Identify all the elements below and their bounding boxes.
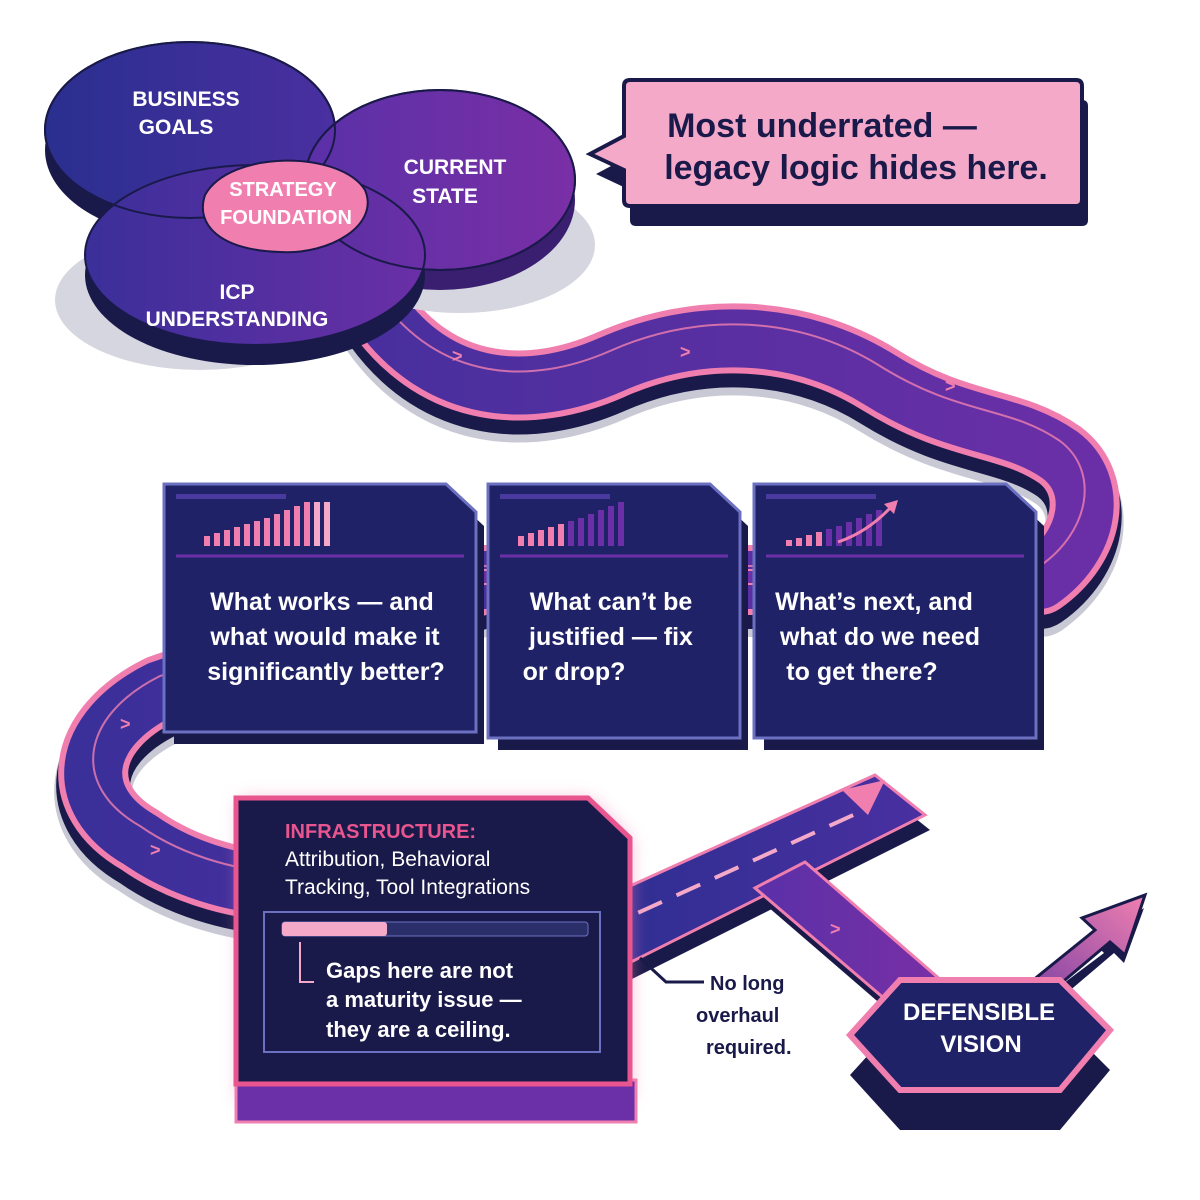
gap-line-3: they are a ceiling. (326, 1017, 511, 1042)
road-chevron-icon: > (150, 840, 161, 860)
note-line-3: required. (706, 1037, 792, 1059)
venn-label-icp-line1: ICP (219, 281, 254, 304)
destination-line-2: VISION (940, 1031, 1021, 1058)
note-line-2: overhaul (696, 1005, 779, 1027)
question-card-2: What can’t be justified — fix or drop? (486, 482, 748, 750)
card2-line-3: or drop? (523, 658, 626, 686)
callout-line-2: legacy logic hides here. (664, 149, 1048, 187)
infrastructure-panel: INFRASTRUCTURE: Attribution, Behavioral … (233, 795, 638, 1124)
venn-strategy-foundation (201, 159, 369, 254)
signal-bars-icon (518, 502, 624, 546)
no-overhaul-note: No long overhaul required. (638, 956, 792, 1059)
venn-label-business-line2: GOALS (139, 116, 214, 139)
question-card-1: What works — and what would make it sign… (162, 482, 484, 744)
venn-label-center-line2: FOUNDATION (220, 207, 352, 229)
venn-diagram: BUSINESS GOALS CURRENT STATE ICP UNDERST… (44, 41, 595, 370)
card2-line-2: justified — fix (528, 623, 693, 651)
gap-line-1: Gaps here are not (326, 958, 514, 983)
signal-bars-icon (204, 502, 330, 546)
card3-line-2: what do we need (779, 623, 980, 651)
infrastructure-title: INFRASTRUCTURE: (285, 821, 476, 843)
venn-label-business-line1: BUSINESS (132, 88, 239, 111)
gap-line-2: a maturity issue — (326, 987, 522, 1012)
venn-label-current-line2: STATE (412, 185, 478, 208)
road-chevron-icon: > (120, 714, 131, 734)
note-line-1: No long (710, 973, 784, 995)
road-chevron-icon: > (452, 346, 463, 366)
road-chevron-icon: > (680, 342, 691, 362)
card1-line-1: What works — and (210, 588, 434, 616)
card3-line-3: to get there? (786, 658, 937, 686)
defensible-vision-destination: DEFENSIBLE VISION (845, 977, 1115, 1130)
venn-label-center-line1: STRATEGY (229, 179, 337, 201)
road-chevron-icon: > (945, 376, 956, 396)
highway-arrow-icon (842, 780, 885, 815)
card2-line-1: What can’t be (530, 588, 693, 616)
card1-line-3: significantly better? (207, 658, 445, 686)
highway-chevron-icon: > (830, 919, 841, 939)
infrastructure-subtitle-line2: Tracking, Tool Integrations (285, 876, 530, 899)
gap-progress-bar (281, 921, 589, 937)
destination-line-1: DEFENSIBLE (903, 999, 1055, 1026)
venn-label-current-line1: CURRENT (404, 156, 507, 179)
callout-bubble: Most underrated — legacy logic hides her… (585, 78, 1088, 226)
card1-line-2: what would make it (209, 623, 440, 651)
question-card-3: What’s next, and what do we need to get … (752, 482, 1044, 750)
winding-road: > > > > > (54, 277, 1124, 942)
infrastructure-subtitle-line1: Attribution, Behavioral (285, 848, 490, 871)
venn-label-icp-line2: UNDERSTANDING (146, 308, 329, 331)
callout-line-1: Most underrated — (667, 107, 977, 145)
card3-line-1: What’s next, and (775, 588, 973, 616)
trend-up-icon (786, 500, 898, 546)
